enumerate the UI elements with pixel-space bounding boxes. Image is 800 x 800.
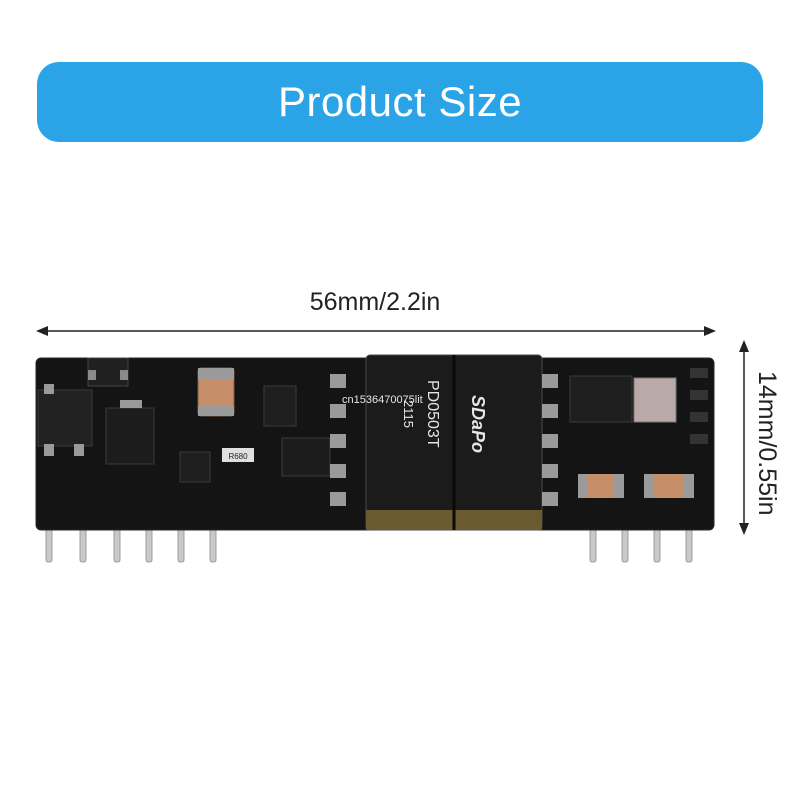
heat-pad (633, 377, 677, 423)
poe-module-board: R680 SDaPo PD0503T 2115 (35, 354, 715, 563)
diode-right (569, 375, 633, 423)
model-label: PD0503T (424, 380, 441, 448)
width-dimension-arrow (36, 326, 716, 336)
watermark-text: cn1536470075lit (342, 394, 423, 406)
width-dimension-label: 56mm/2.2in (309, 288, 441, 316)
brand-label: SDaPo (468, 395, 488, 453)
height-dimension-label: 14mm/0.55in (753, 370, 781, 516)
capacitor-right-2 (644, 474, 694, 498)
height-dimension-arrow (739, 340, 749, 535)
resistor-code: R680 (228, 452, 248, 461)
title-banner: Product Size (37, 62, 763, 142)
banner-title: Product Size (277, 78, 523, 125)
controller-chip (281, 437, 331, 477)
capacitor-right-1 (578, 474, 624, 498)
mosfet-center (105, 407, 155, 465)
mosfet-left (37, 389, 93, 447)
batch-label: 2115 (401, 400, 416, 428)
